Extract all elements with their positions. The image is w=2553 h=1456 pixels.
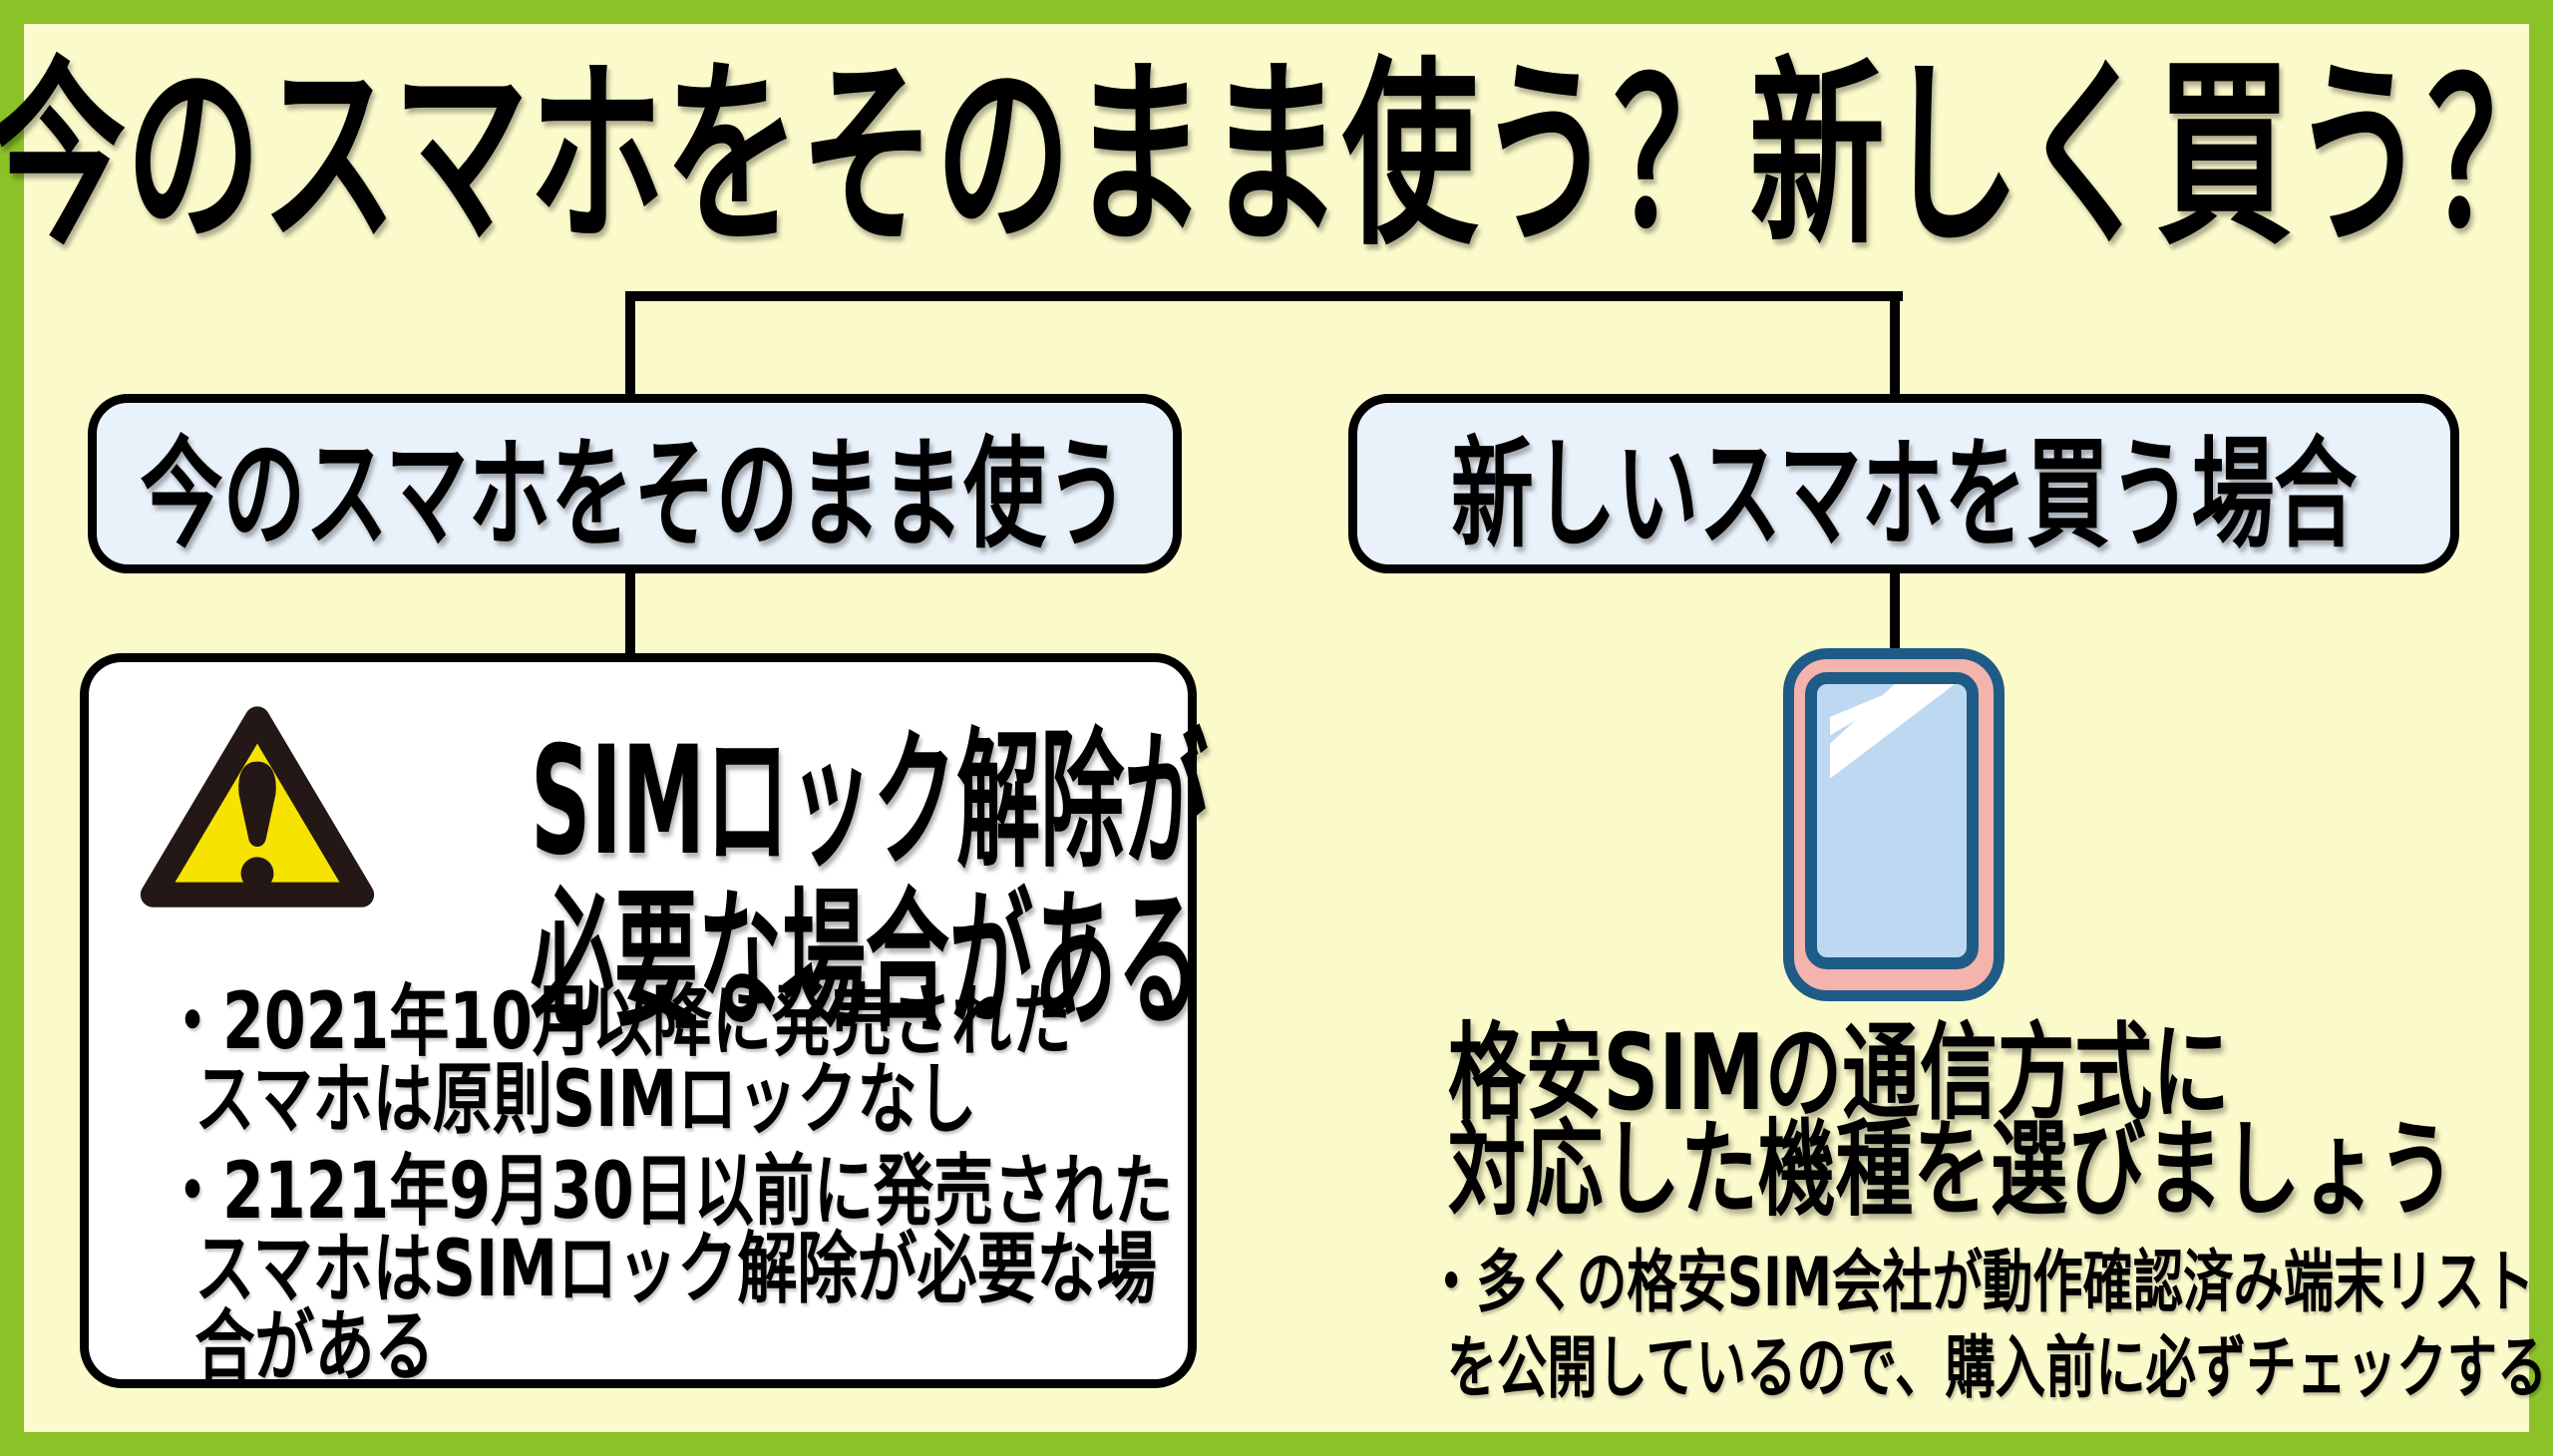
screen-glare <box>1830 684 1955 779</box>
bullet-item: ・多くの格安SIM会社が動作確認済み端末リスト を公開しているので、購入前に必ず… <box>1426 1241 2553 1412</box>
bullet-line: スマホはSIMロック解除が必要な場 <box>194 1225 1157 1314</box>
choose-model-heading: 格安SIMの通信方式に 対応した機種を選びましょう <box>1448 1012 2553 1231</box>
heading-line: 格安SIMの通信方式に <box>1448 1012 2230 1134</box>
bullet-item: ・2121年9月30日以前に発売された スマホはSIMロック解除が必要な場 合が… <box>163 1153 1475 1386</box>
smartphone-screen <box>1805 672 1979 969</box>
bullet-line: ・2121年9月30日以前に発売された <box>163 1147 1174 1237</box>
branch-box-buy-new-phone: 新しいスマホを買う場合 <box>1348 394 2459 573</box>
smartphone-icon <box>1783 648 2005 1001</box>
connector-left-branch-vertical <box>625 564 635 658</box>
bullet-line: ・多くの格安SIM会社が動作確認済み端末リスト <box>1426 1244 2535 1322</box>
connector-right-branch-vertical <box>1890 564 1900 654</box>
heading-line: 対応した機種を選びましょう <box>1448 1109 2456 1231</box>
connector-top-right-vertical <box>1890 291 1900 403</box>
branch-label: 今のスマホをそのまま使う <box>140 426 1130 564</box>
bullet-line: を公開しているので、購入前に必ずチェックする <box>1446 1329 2548 1408</box>
branch-box-keep-current-phone: 今のスマホをそのまま使う <box>88 394 1182 573</box>
warning-icon <box>140 706 375 908</box>
page-title: 今のスマホをそのまま使う？新しく買う？ <box>0 40 2553 272</box>
choose-model-bullets: ・多くの格安SIM会社が動作確認済み端末リスト を公開しているので、購入前に必ず… <box>1426 1241 2553 1426</box>
bullet-line: スマホは原則SIMロックなし <box>194 1055 977 1145</box>
sim-unlock-bullets: ・2021年10月以降に発売された スマホは原則SIMロックなし ・2121年9… <box>163 983 1475 1400</box>
sim-unlock-panel: SIMロック解除が 必要な場合がある ・2021年10月以降に発売された スマホ… <box>80 653 1209 1388</box>
branch-label: 新しいスマホを買う場合 <box>1450 426 2358 564</box>
heading-line: SIMロック解除が <box>530 715 1209 889</box>
bullet-item: ・2021年10月以降に発売された スマホは原則SIMロックなし <box>163 983 1475 1139</box>
connector-top-left-vertical <box>625 291 635 403</box>
connector-horizontal <box>625 291 1903 301</box>
bullet-line: 合がある <box>194 1302 435 1392</box>
bullet-line: ・2021年10月以降に発売された <box>163 977 1072 1067</box>
sim-unlock-heading: SIMロック解除が 必要な場合がある <box>356 715 1209 1041</box>
